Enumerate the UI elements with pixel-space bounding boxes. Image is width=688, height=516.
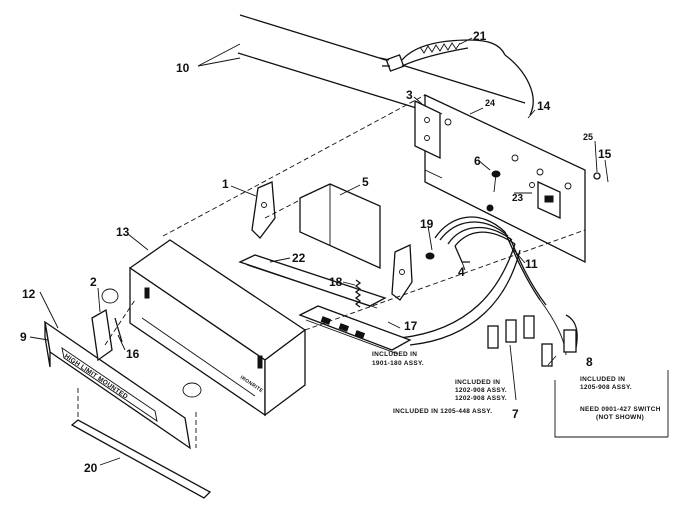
trim-bar-part-20: [70, 419, 212, 499]
main-housing-part-13: [128, 239, 307, 417]
cover-plate-part-5: [299, 183, 381, 270]
note-1205-448: INCLUDED IN 1205-448 ASSY.: [393, 408, 492, 415]
callout-5: 5: [362, 175, 369, 189]
callout-2: 2: [90, 275, 97, 289]
note-bracket: [554, 370, 669, 438]
callout-9: 9: [20, 330, 27, 344]
callout-20: 20: [84, 461, 98, 475]
callout-15: 15: [598, 147, 612, 161]
callout-24: 24: [485, 98, 495, 108]
note-1901-line2: 1901-180 ASSY.: [372, 360, 424, 367]
callout-25: 25: [583, 132, 593, 142]
note-1202-line1: INCLUDED IN: [455, 379, 500, 386]
front-panel-part-12: [44, 320, 202, 450]
note-1205-line1: INCLUDED IN: [580, 376, 625, 383]
callout-11: 11: [525, 257, 538, 271]
note-1205-line2: 1205-908 ASSY.: [580, 384, 632, 391]
element-strip-part-17: [298, 305, 412, 355]
callout-7: 7: [512, 407, 519, 421]
connector-part-4: [425, 245, 470, 263]
callout-12: 12: [22, 287, 36, 301]
note-1901-line1: INCLUDED IN: [372, 351, 417, 358]
note-1202-line2: 1202-908 ASSY.: [455, 387, 507, 394]
callout-1: 1: [222, 177, 229, 191]
callout-22: 22: [292, 251, 306, 265]
callout-17: 17: [404, 319, 418, 333]
power-cord-part-21: [379, 39, 534, 116]
note-1202-line3: 1202-908 ASSY.: [455, 395, 507, 402]
back-panel-part-14: [424, 93, 586, 264]
callout-8: 8: [586, 355, 593, 369]
callout-16: 16: [126, 347, 140, 361]
note-need-line1: NEED 0901-427 SWITCH: [580, 406, 661, 413]
rail-part-22: [238, 254, 387, 309]
callout-6: 6: [474, 154, 481, 168]
callout-4: 4: [458, 265, 465, 279]
hardware-parts: [486, 159, 609, 212]
bracket-part-1-right: [391, 244, 413, 301]
bracket-part-2: [91, 288, 123, 362]
callout-14: 14: [537, 99, 551, 113]
note-need-line2: (NOT SHOWN): [596, 414, 644, 421]
bracket-part-3: [414, 99, 441, 160]
assembly-dash-lines: [77, 94, 586, 448]
callout-19: 19: [420, 217, 434, 231]
wire-harness-part-11: [399, 216, 567, 356]
callout-leaders: [29, 37, 598, 466]
callout-3: 3: [406, 88, 413, 102]
callout-23: 23: [512, 193, 524, 204]
bracket-part-1: [251, 181, 276, 239]
terminal-block-part-23: [529, 180, 561, 220]
spring-part-18: [354, 279, 362, 308]
callout-21: 21: [473, 29, 487, 43]
callout-10: 10: [176, 61, 190, 75]
switches-part-7: [487, 315, 535, 349]
callout-18: 18: [329, 275, 343, 289]
switch-part-8: [541, 314, 578, 367]
callout-13: 13: [116, 225, 130, 239]
